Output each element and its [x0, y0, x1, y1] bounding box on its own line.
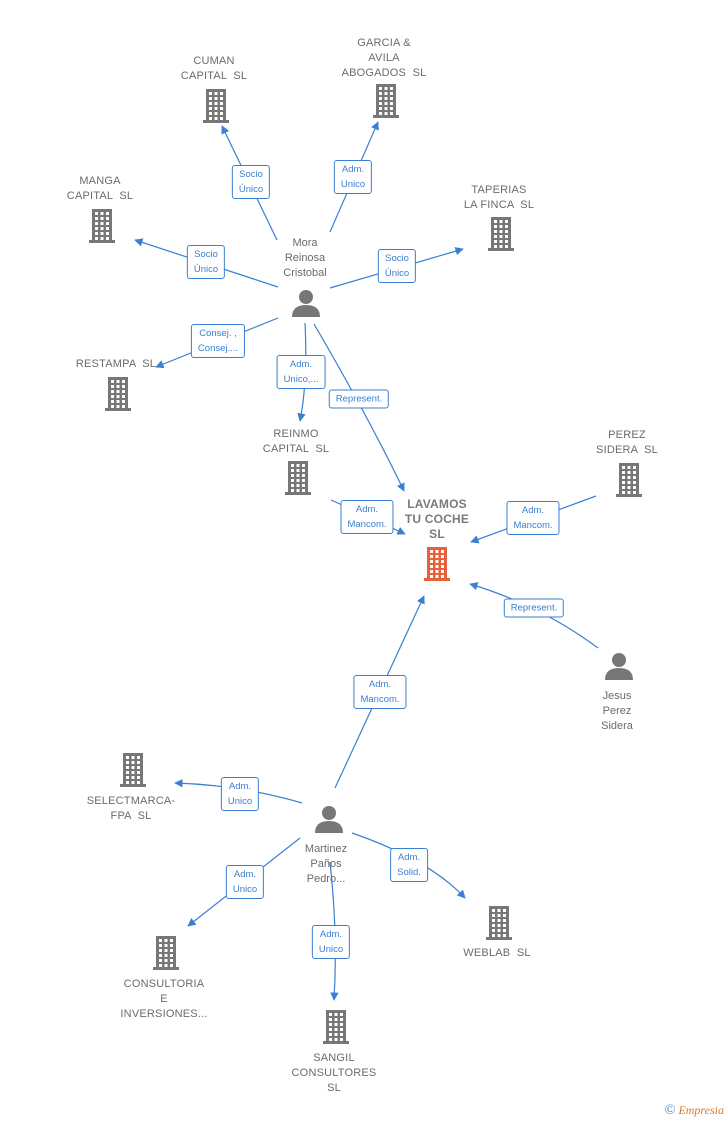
company-building-icon[interactable]: [89, 209, 115, 243]
company-building-icon[interactable]: [616, 463, 642, 497]
company-label: TAPERIAS LA FINCA SL: [463, 184, 535, 211]
relation-label[interactable]: Adm. Unico: [225, 865, 265, 899]
center-company-label: LAVAMOS TU COCHE SL: [404, 497, 470, 541]
company-label: GARCIA & AVILA ABOGADOS SL: [341, 37, 427, 79]
copyright-icon: ©: [664, 1103, 676, 1118]
company-building-icon[interactable]: [486, 906, 512, 940]
person-icon[interactable]: [605, 653, 633, 680]
company-building-icon[interactable]: [285, 461, 311, 495]
person-label: Mora Reinosa Cristobal: [283, 237, 327, 279]
relation-label[interactable]: Represent.: [503, 598, 565, 618]
relation-label[interactable]: Adm. Mancom.: [353, 675, 407, 709]
company-label: MANGA CAPITAL SL: [66, 175, 134, 202]
company-label: SELECTMARCA- FPA SL: [86, 795, 176, 822]
relation-label[interactable]: Consej. , Consej....: [190, 324, 246, 358]
relation-label[interactable]: Adm. Unico: [311, 925, 351, 959]
relation-label[interactable]: Adm. Unico: [220, 777, 260, 811]
company-label: PEREZ SIDERA SL: [596, 429, 658, 456]
company-label: CUMAN CAPITAL SL: [180, 55, 248, 82]
company-label: SANGIL CONSULTORES SL: [291, 1052, 377, 1094]
company-label: REINMO CAPITAL SL: [262, 428, 330, 455]
relation-label[interactable]: Represent.: [328, 389, 390, 409]
relation-label[interactable]: Adm. Solid.: [390, 848, 428, 882]
center-company-building-icon[interactable]: [424, 547, 450, 581]
company-building-icon[interactable]: [488, 217, 514, 251]
relation-label[interactable]: Socio Único: [231, 165, 271, 199]
company-building-icon[interactable]: [120, 753, 146, 787]
person-icon[interactable]: [292, 290, 320, 317]
company-building-icon[interactable]: [203, 89, 229, 123]
brand-name: Empresia: [678, 1103, 724, 1117]
company-building-icon[interactable]: [373, 84, 399, 118]
company-label: CONSULTORIA E INVERSIONES...: [120, 978, 208, 1020]
company-label: WEBLAB SL: [463, 947, 531, 959]
relation-label[interactable]: Socio Único: [377, 249, 417, 283]
person-icon[interactable]: [315, 806, 343, 833]
person-label: Martinez Paños Pedro...: [304, 843, 348, 885]
person-label: Jesus Perez Sidera: [601, 690, 633, 732]
company-label: RESTAMPA SL: [75, 358, 157, 370]
relation-label[interactable]: Adm. Mancom.: [506, 501, 560, 535]
footer-brand: ©Empresia: [665, 1103, 724, 1119]
relation-label[interactable]: Socio Único: [186, 245, 226, 279]
relation-label[interactable]: Adm. Unico: [333, 160, 373, 194]
relation-label[interactable]: Adm. Mancom.: [340, 500, 394, 534]
relation-label[interactable]: Adm. Unico,...: [276, 355, 326, 389]
company-building-icon[interactable]: [153, 936, 179, 970]
company-building-icon[interactable]: [323, 1010, 349, 1044]
company-building-icon[interactable]: [105, 377, 131, 411]
relation-edge: [313, 323, 405, 492]
